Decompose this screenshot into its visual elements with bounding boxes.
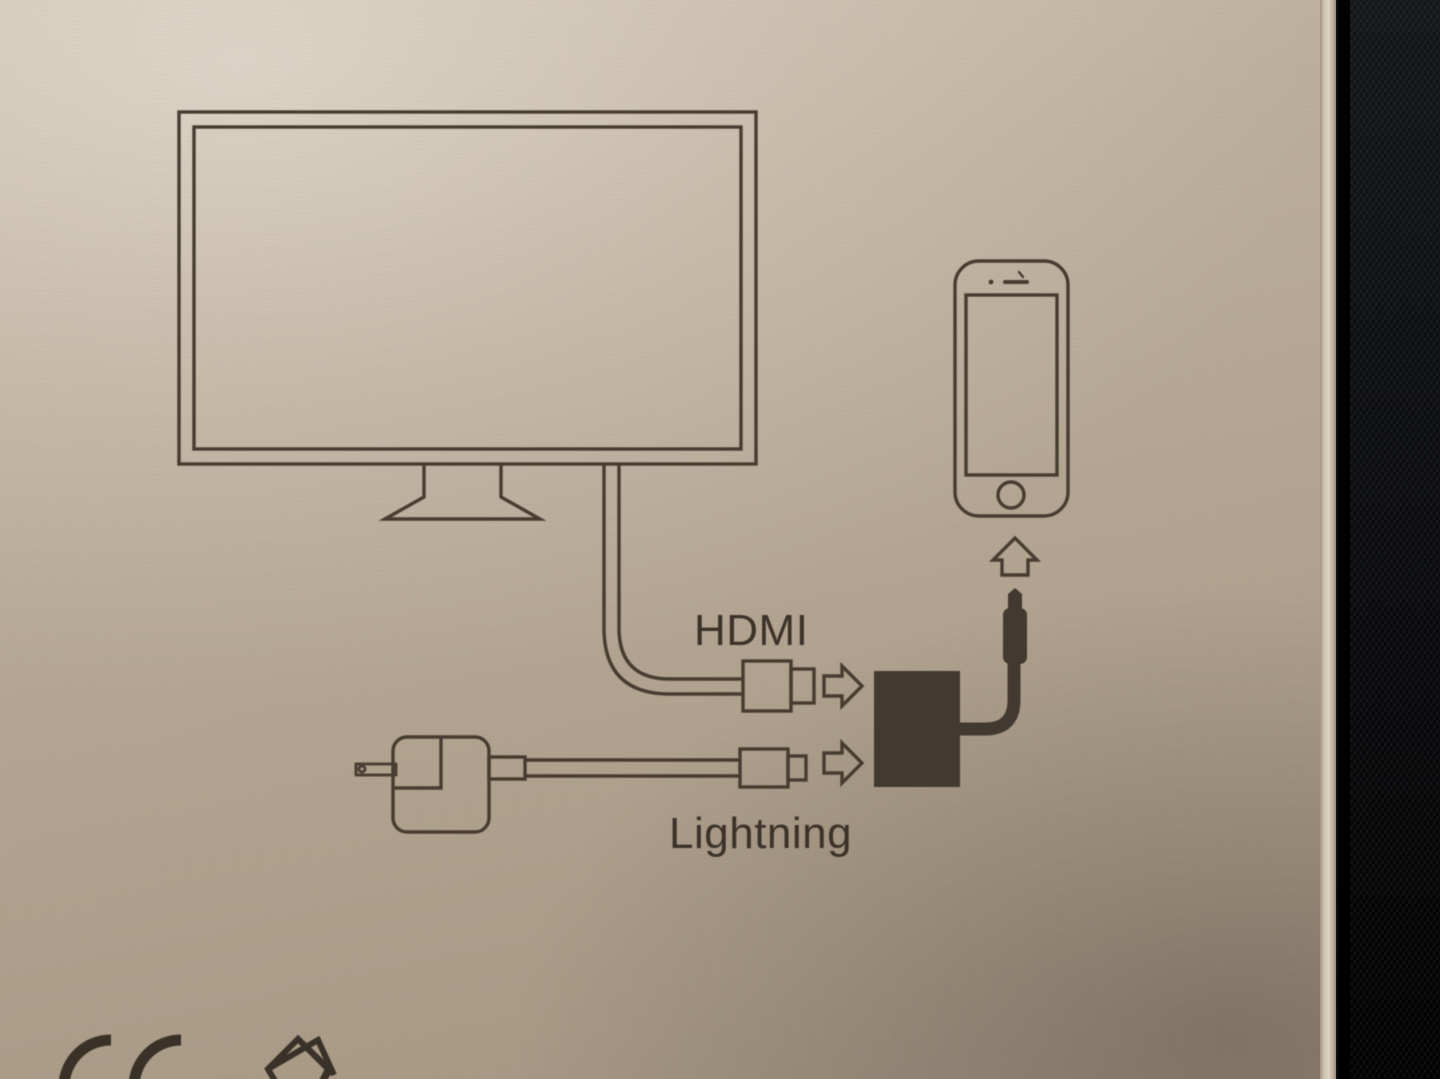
adapter-wall-prong bbox=[354, 762, 398, 777]
ce-mark-c2 bbox=[129, 1034, 182, 1079]
phone-sensor-tick bbox=[1017, 270, 1025, 279]
box-folded-edge bbox=[1320, 0, 1338, 1079]
adapter-prong-hole bbox=[357, 764, 367, 774]
ce-mark-c1 bbox=[59, 1034, 112, 1079]
adapter-box-body bbox=[874, 671, 960, 787]
adapter-output-cable bbox=[948, 655, 1021, 736]
hdmi-connector-tip bbox=[789, 667, 816, 705]
arrow-up-phone-icon bbox=[988, 535, 1042, 577]
adapter-lightning-plug-tip bbox=[1008, 588, 1022, 610]
hdmi-cable-outer-line bbox=[602, 464, 743, 696]
recycle-symbol-icon bbox=[264, 1034, 337, 1079]
tv-screen bbox=[192, 125, 743, 451]
phone-home-button bbox=[996, 480, 1026, 510]
recycle-symbol-arrow-b bbox=[266, 1035, 337, 1077]
power-adapter-plug bbox=[354, 735, 527, 834]
arrow-right-hdmi-icon bbox=[822, 661, 865, 711]
tv-outer-bezel bbox=[177, 110, 758, 466]
television-display bbox=[177, 110, 758, 521]
lightning-label: Lightning bbox=[669, 809, 852, 858]
lightning-connector-body bbox=[738, 747, 790, 789]
hdmi-lightning-adapter bbox=[874, 588, 1027, 787]
phone-screen bbox=[964, 293, 1059, 477]
lightning-cable bbox=[525, 758, 740, 778]
tv-stand bbox=[378, 464, 547, 521]
hdmi-cable bbox=[602, 464, 743, 696]
phone-front-camera bbox=[988, 279, 994, 285]
smartphone bbox=[953, 259, 1070, 518]
instruction-diagram: HDMI Lightning bbox=[59, 110, 1070, 1079]
ce-mark bbox=[59, 1034, 182, 1079]
hdmi-cable-inner-line bbox=[617, 464, 743, 681]
adapter-strain-relief bbox=[487, 755, 527, 781]
adapter-fold-detail bbox=[393, 737, 443, 790]
hdmi-label: HDMI bbox=[694, 606, 808, 655]
arrow-right-lightning-icon bbox=[822, 738, 865, 788]
hdmi-connector-body bbox=[741, 659, 793, 713]
box-edge-shadow bbox=[1336, 0, 1350, 1079]
hdmi-connector bbox=[741, 659, 816, 713]
adapter-lightning-plug-housing bbox=[1003, 608, 1027, 664]
lightning-connector-tip bbox=[786, 754, 808, 782]
phone-body bbox=[953, 259, 1070, 518]
lightning-connector bbox=[738, 747, 808, 789]
